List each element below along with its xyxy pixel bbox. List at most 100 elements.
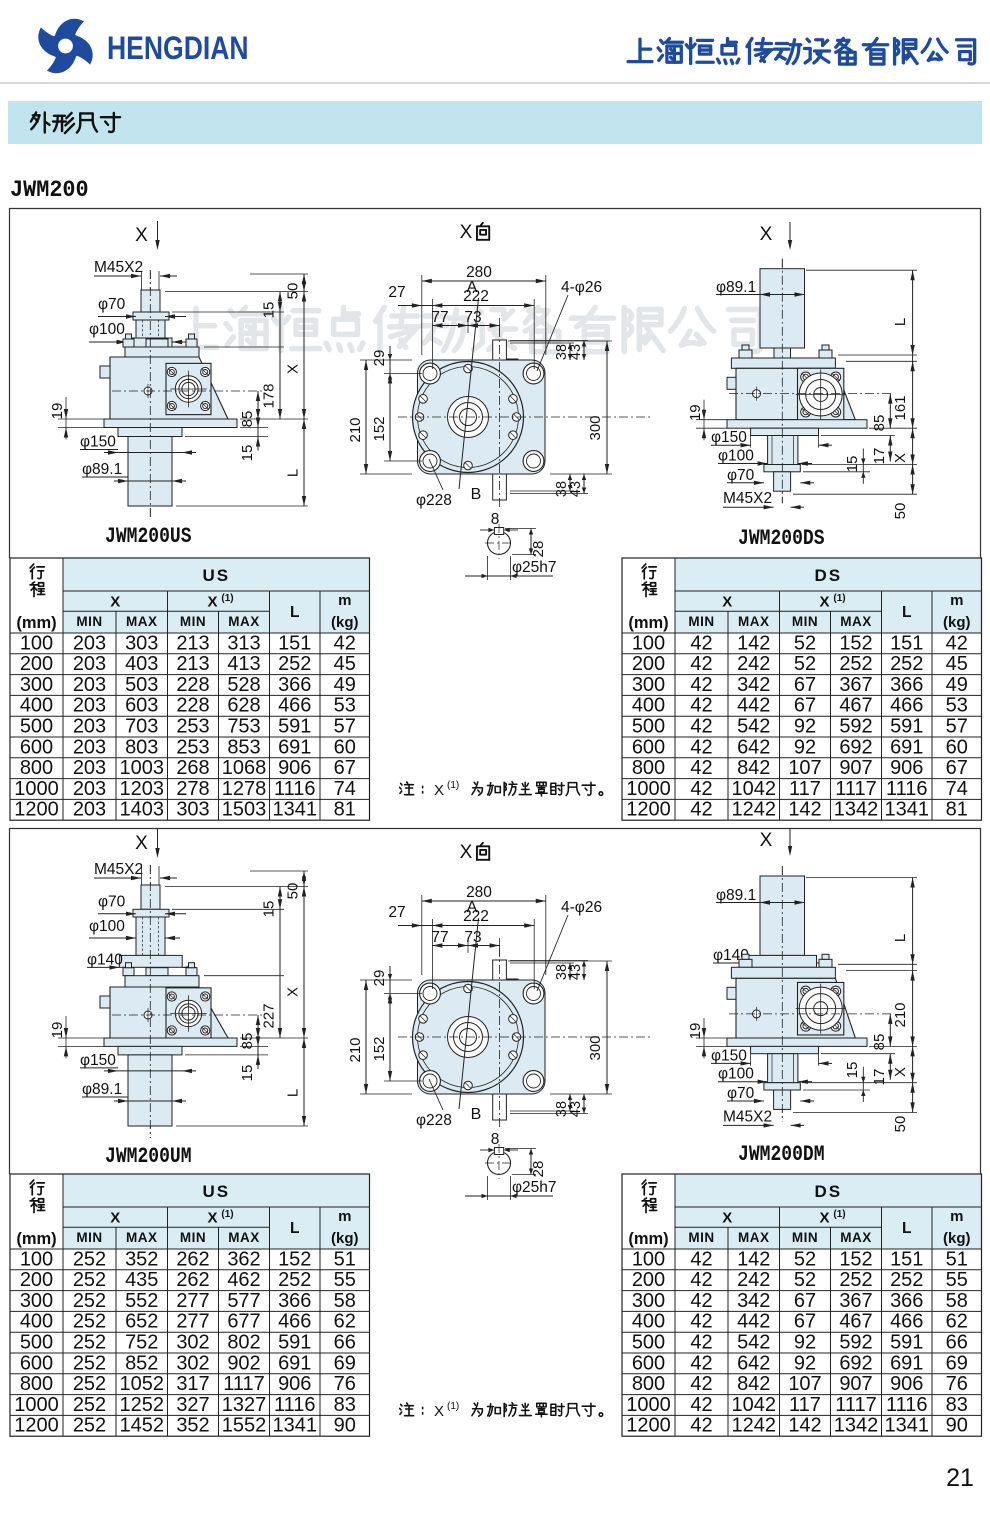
svg-text:152: 152	[839, 632, 872, 654]
svg-text:38: 38	[554, 964, 570, 980]
svg-text:1341: 1341	[273, 799, 318, 821]
svg-text:(kg): (kg)	[943, 1230, 971, 1247]
svg-text:600: 600	[632, 736, 665, 758]
svg-text:42: 42	[690, 1373, 712, 1395]
svg-text:367: 367	[839, 674, 872, 696]
svg-text:MAX: MAX	[126, 1230, 158, 1245]
svg-text:252: 252	[73, 1415, 106, 1437]
svg-text:907: 907	[839, 757, 872, 779]
svg-text:HENGDIAN: HENGDIAN	[107, 31, 249, 67]
svg-text:X: X	[285, 364, 302, 374]
svg-text:A: A	[467, 899, 478, 916]
svg-text:800: 800	[632, 757, 665, 779]
svg-text:φ70: φ70	[727, 467, 755, 484]
svg-text:592: 592	[839, 1332, 872, 1354]
svg-text:X: X	[207, 594, 217, 611]
svg-text:210: 210	[347, 417, 364, 442]
svg-text:42: 42	[690, 1352, 712, 1374]
svg-text:503: 503	[125, 674, 158, 696]
svg-text:42: 42	[946, 632, 968, 654]
svg-text:MIN: MIN	[76, 1230, 102, 1245]
svg-text:542: 542	[737, 1332, 770, 1354]
svg-text:842: 842	[737, 757, 770, 779]
svg-text:67: 67	[794, 674, 816, 696]
svg-text:85: 85	[239, 411, 256, 428]
svg-text:800: 800	[632, 1373, 665, 1395]
svg-text:67: 67	[794, 1290, 816, 1312]
svg-text:MIN: MIN	[792, 614, 818, 629]
svg-text:17: 17	[871, 448, 888, 465]
svg-text:252: 252	[73, 1352, 106, 1374]
svg-text:MIN: MIN	[688, 1230, 714, 1245]
svg-text:M45X2: M45X2	[723, 490, 772, 507]
svg-text:8: 8	[491, 511, 500, 528]
svg-text:280: 280	[466, 884, 492, 901]
svg-text:66: 66	[946, 1332, 968, 1354]
svg-text:252: 252	[73, 1248, 106, 1270]
svg-text:8: 8	[491, 1131, 500, 1148]
svg-text:38: 38	[554, 481, 570, 497]
svg-text:203: 203	[73, 653, 106, 675]
svg-text:62: 62	[334, 1311, 356, 1333]
svg-text:1341: 1341	[885, 1415, 930, 1437]
svg-text:42: 42	[690, 1311, 712, 1333]
svg-text:US: US	[202, 1182, 230, 1201]
svg-text:203: 203	[73, 674, 106, 696]
svg-text:83: 83	[334, 1394, 356, 1416]
svg-text:67: 67	[794, 695, 816, 717]
svg-text:906: 906	[278, 1373, 311, 1395]
svg-text:X: X	[135, 225, 148, 246]
svg-text:303: 303	[176, 799, 209, 821]
svg-text:362: 362	[227, 1248, 260, 1270]
svg-text:142: 142	[788, 1415, 821, 1437]
svg-text:1116: 1116	[274, 778, 316, 800]
svg-text:42: 42	[690, 632, 712, 654]
svg-text:262: 262	[176, 1269, 209, 1291]
svg-text:366: 366	[890, 674, 923, 696]
svg-text:X: X	[207, 1210, 217, 1227]
svg-text:62: 62	[946, 1311, 968, 1333]
svg-text:1200: 1200	[14, 1415, 59, 1437]
svg-text:1342: 1342	[834, 1415, 879, 1437]
svg-text:L: L	[285, 469, 302, 477]
svg-text:φ228: φ228	[416, 492, 452, 509]
svg-text:252: 252	[73, 1373, 106, 1395]
svg-text:MAX: MAX	[738, 1230, 770, 1245]
svg-text:69: 69	[334, 1352, 356, 1374]
svg-text:21: 21	[946, 1464, 974, 1492]
svg-text:277: 277	[176, 1290, 209, 1312]
svg-text:MIN: MIN	[792, 1230, 818, 1245]
svg-text:227: 227	[261, 1003, 278, 1028]
svg-text:29: 29	[371, 970, 388, 987]
svg-text:800: 800	[20, 757, 53, 779]
svg-text:50: 50	[285, 283, 302, 300]
svg-text:1341: 1341	[885, 799, 930, 821]
svg-text:152: 152	[839, 1248, 872, 1270]
svg-text:67: 67	[334, 757, 356, 779]
svg-text:907: 907	[839, 1373, 872, 1395]
svg-text:151: 151	[890, 632, 923, 654]
svg-text:(mm): (mm)	[628, 1230, 668, 1248]
svg-text:753: 753	[227, 716, 260, 738]
svg-text:67: 67	[794, 1311, 816, 1333]
svg-text:1116: 1116	[274, 1394, 316, 1416]
svg-text:55: 55	[334, 1269, 356, 1291]
svg-text:222: 222	[463, 908, 489, 925]
svg-text:852: 852	[125, 1352, 158, 1374]
svg-text:92: 92	[794, 716, 816, 738]
svg-text:1052: 1052	[120, 1373, 165, 1395]
svg-text:M45X2: M45X2	[723, 1108, 772, 1125]
svg-text:MIN: MIN	[180, 614, 206, 629]
svg-text:252: 252	[890, 1269, 923, 1291]
svg-text:m: m	[338, 1208, 351, 1225]
svg-text:φ228: φ228	[416, 1112, 452, 1129]
svg-text:117: 117	[789, 1394, 821, 1416]
svg-text:φ140: φ140	[87, 951, 123, 968]
svg-text:300: 300	[587, 1035, 604, 1060]
svg-text:400: 400	[20, 695, 53, 717]
svg-text:528: 528	[227, 674, 260, 696]
svg-text:228: 228	[176, 674, 209, 696]
svg-text:(mm): (mm)	[16, 614, 56, 632]
svg-text:15: 15	[239, 1065, 256, 1082]
svg-text:442: 442	[737, 1311, 770, 1333]
